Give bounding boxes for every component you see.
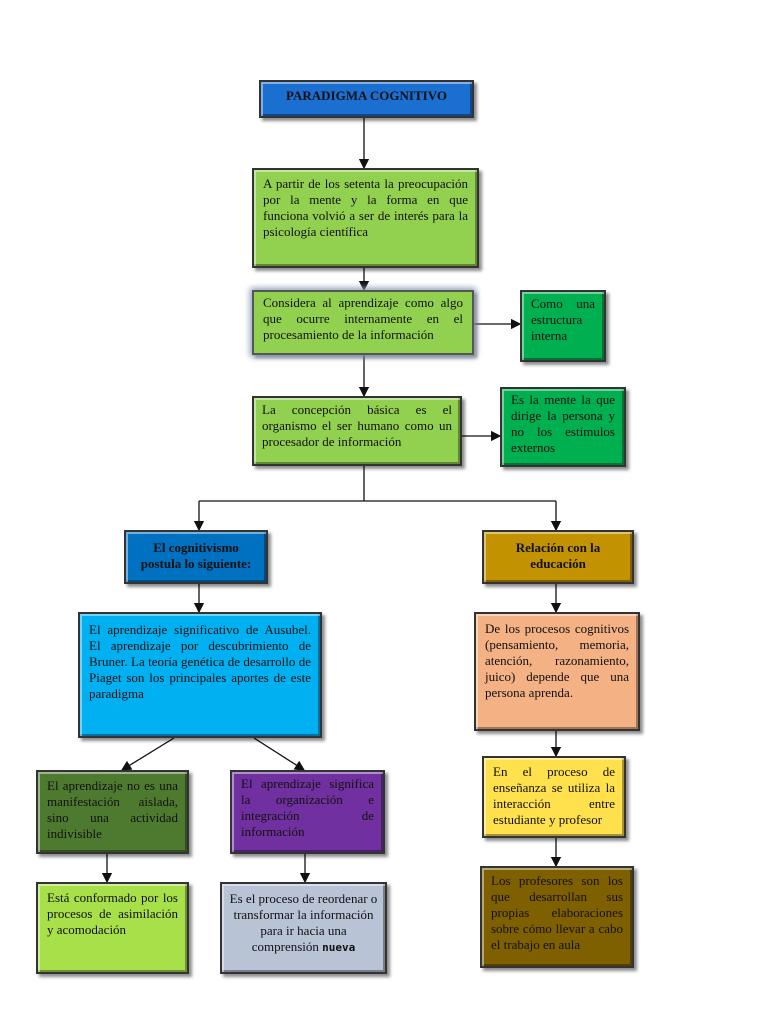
branch-line: [199, 466, 556, 502]
estructura-node: Como una estructura interna: [520, 290, 606, 362]
procesos-text: De los procesos cognitivos (pensamiento,…: [485, 621, 629, 700]
no-aislada-node: El aprendizaje no es una manifestación a…: [36, 770, 189, 854]
reordenar-node: Es el proceso de reordenar o transformar…: [220, 882, 387, 974]
profesores-text: Los profesores son los que desarrollan s…: [491, 873, 623, 952]
significa-text: El aprendizaje significa la organización…: [241, 776, 374, 839]
aportes-text: El aprendizaje significativo de Ausubel.…: [89, 622, 311, 701]
intro-node: A partir de los setenta la preocupación …: [252, 168, 479, 268]
mente-text: Es la mente la que dirige la persona y n…: [511, 392, 615, 455]
reordenar-text: Es el proceso de reordenar o transformar…: [229, 891, 378, 954]
intro-text: A partir de los setenta la preocupación …: [263, 176, 468, 239]
aportes-node: El aprendizaje significativo de Ausubel.…: [78, 612, 322, 738]
considera-text: Considera al aprendizaje como algo que o…: [263, 295, 463, 342]
mente-node: Es la mente la que dirige la persona y n…: [500, 387, 626, 467]
estructura-text: Como una estructura interna: [531, 296, 595, 343]
cognitivismo-text: El cognitivismo postula lo siguiente:: [140, 540, 252, 571]
title-text: PARADIGMA COGNITIVO: [286, 88, 447, 103]
profesores-node: Los profesores son los que desarrollan s…: [480, 866, 634, 968]
interaccion-node: En el proceso de enseñanza se utiliza la…: [482, 756, 626, 838]
cognitivismo-node: El cognitivismo postula lo siguiente:: [124, 530, 268, 584]
considera-node: Considera al aprendizaje como algo que o…: [252, 290, 474, 355]
title-node: PARADIGMA COGNITIVO: [259, 80, 474, 118]
asimilacion-text: Está conformado por los procesos de asim…: [47, 890, 178, 937]
concepcion-text: La concepción básica es el organismo el …: [262, 402, 452, 449]
arrow-aportes-significa: [253, 737, 306, 771]
significa-node: El aprendizaje significa la organización…: [230, 770, 385, 854]
concepcion-node: La concepción básica es el organismo el …: [252, 396, 462, 466]
reordenar-emphasis: nueva: [322, 941, 356, 954]
no-aislada-text: El aprendizaje no es una manifestación a…: [47, 778, 178, 841]
educacion-node: Relación con la educación: [482, 530, 634, 584]
asimilacion-node: Está conformado por los procesos de asim…: [36, 882, 189, 974]
procesos-node: De los procesos cognitivos (pensamiento,…: [474, 612, 640, 731]
arrow-aportes-noaislada: [120, 737, 175, 771]
interaccion-text: En el proceso de enseñanza se utiliza la…: [493, 764, 615, 827]
educacion-text: Relación con la educación: [515, 540, 601, 571]
